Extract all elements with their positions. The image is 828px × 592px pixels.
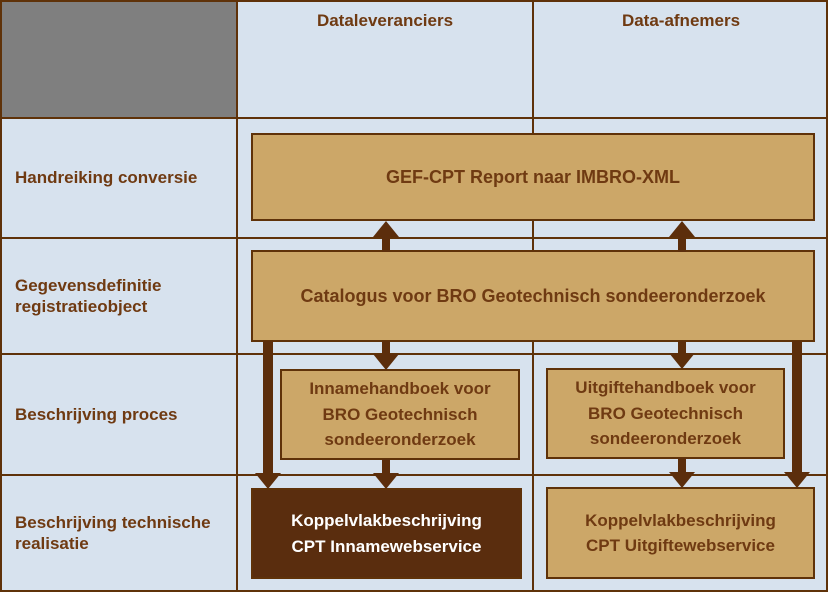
- column-header-dataleveranciers: Dataleveranciers: [316, 11, 454, 30]
- arrow-down-catalogus-to-uitgiftehandboek: [669, 341, 695, 369]
- box-gef-cpt-report-naar-imbro-xml: GEF-CPT Report naar IMBRO-XML: [251, 133, 815, 221]
- corner-cell: [2, 2, 237, 118]
- arrow-down-uitgiftehandboek-to-koppelvlak-uitgifte: [669, 458, 695, 488]
- row-label-handreiking-conversie: Handreiking conversie: [15, 168, 198, 188]
- arrow-shaft: [382, 234, 390, 252]
- grid-divider-row-2: [2, 237, 826, 239]
- arrow-shaft: [382, 459, 390, 476]
- arrow-down-head-icon: [784, 472, 810, 488]
- arrow-down-catalogus-to-innamehandboek: [373, 341, 399, 370]
- box-uitgiftehandboek: Uitgiftehandboek voor BRO Geotechnisch s…: [546, 368, 785, 459]
- grid-divider-labels-column: [236, 2, 238, 590]
- arrow-shaft: [792, 341, 802, 475]
- box-innamehandboek: Innamehandboek voor BRO Geotechnisch son…: [280, 369, 520, 460]
- arrow-down-head-icon: [255, 473, 281, 489]
- arrow-up-catalogus-to-gefcpt-left: [373, 221, 399, 252]
- column-header-data-afnemers: Data-afnemers: [621, 11, 741, 30]
- row-label-beschrijving-technische-realisatie: Beschrijving technische realisatie: [15, 512, 211, 553]
- arrow-down-innamehandboek-to-koppelvlak-inname: [373, 459, 399, 489]
- row-label-gegevensdefinitie-registratieobject: Gegevensdefinitie registratieobject: [15, 275, 162, 316]
- box-catalogus-bro-geotechnisch-sondeeronderzoek: Catalogus voor BRO Geotechnisch sondeero…: [251, 250, 815, 342]
- grid-divider-row-4: [2, 474, 826, 476]
- arrow-up-head-icon: [373, 221, 399, 237]
- arrow-down-head-icon: [669, 353, 695, 369]
- arrow-shaft: [263, 341, 273, 476]
- row-label-beschrijving-proces: Beschrijving proces: [15, 404, 178, 424]
- arrow-up-head-icon: [669, 221, 695, 237]
- box-koppelvlakbeschrijving-cpt-innamewebservice: Koppelvlakbeschrijving CPT Innamewebserv…: [251, 488, 522, 579]
- arrow-shaft: [678, 341, 686, 356]
- arrow-down-catalogus-to-koppelvlak-uitgifte-long: [784, 341, 810, 488]
- arrow-up-catalogus-to-gefcpt-right: [669, 221, 695, 252]
- arrow-shaft: [678, 234, 686, 252]
- arrow-down-head-icon: [669, 472, 695, 488]
- arrow-down-catalogus-to-koppelvlak-inname-long: [255, 341, 281, 489]
- box-koppelvlakbeschrijving-cpt-uitgiftewebservice: Koppelvlakbeschrijving CPT Uitgiftewebse…: [546, 487, 815, 579]
- grid-divider-row-3: [2, 353, 826, 355]
- arrow-shaft: [678, 458, 686, 475]
- arrow-down-head-icon: [373, 354, 399, 370]
- arrow-shaft: [382, 341, 390, 357]
- arrow-down-head-icon: [373, 473, 399, 489]
- grid-divider-header-row: [2, 117, 826, 119]
